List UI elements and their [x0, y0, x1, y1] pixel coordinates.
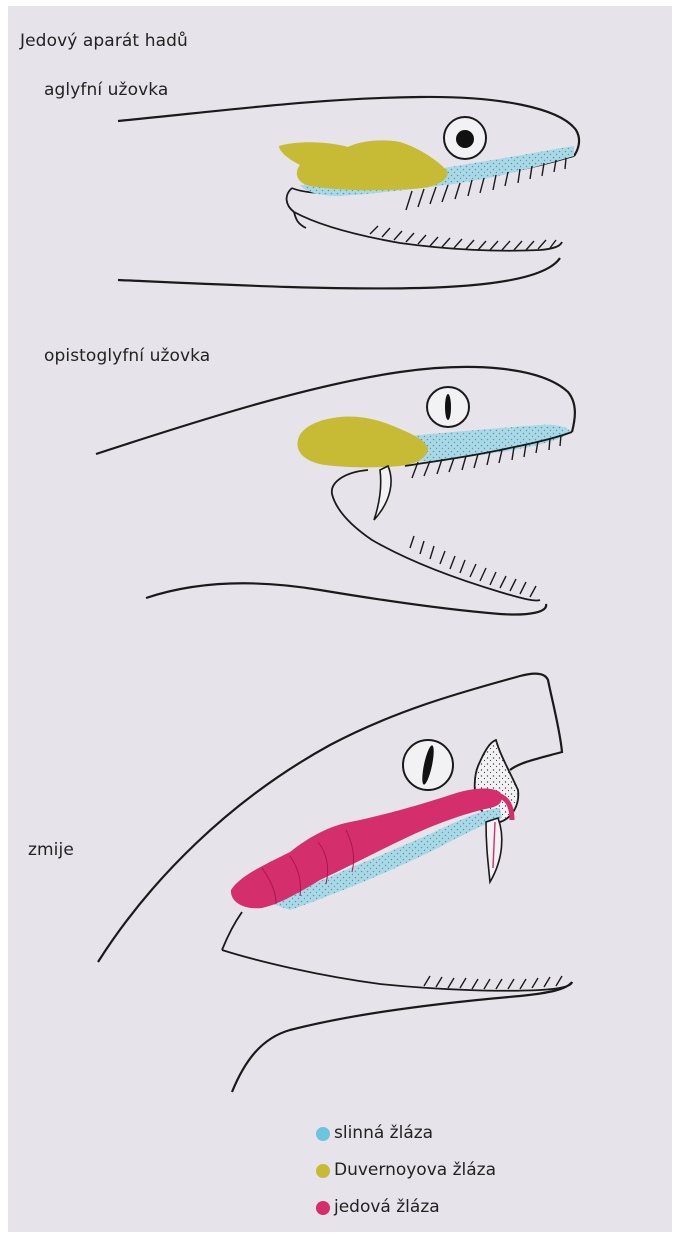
opistho-rear-fang — [374, 466, 391, 520]
opistho-head — [96, 367, 575, 615]
viper-lower-jaw — [222, 950, 572, 991]
aglyph-pupil — [456, 130, 474, 148]
opistho-pupil — [445, 394, 451, 420]
viper-upper-jaw — [222, 912, 242, 950]
viper-venom-gland — [231, 788, 502, 908]
salivary-gland-swatch — [316, 1127, 330, 1141]
aglyph-lower-outline — [118, 258, 560, 288]
legend-label-duvernoy: Duvernoyova žláza — [334, 1160, 496, 1180]
opistho-salivary-dots — [410, 425, 572, 462]
aglyph-head — [118, 97, 579, 289]
venom-gland-swatch — [316, 1201, 330, 1215]
aglyph-lower-teeth — [370, 226, 556, 250]
viper-lower-teeth — [424, 976, 562, 989]
opistho-lower-jaw — [332, 470, 540, 601]
opistho-duvernoy-gland — [297, 417, 428, 468]
legend-label-venom: jedová žláza — [334, 1197, 440, 1217]
legend-label-salivary: slinná žláza — [334, 1123, 433, 1143]
viper-head — [98, 674, 572, 1092]
duvernoy-gland-swatch — [316, 1164, 330, 1178]
viper-lower-outline — [232, 982, 572, 1092]
aglyph-duvernoy-gland — [279, 140, 448, 190]
aglyph-lower-jaw — [287, 188, 562, 251]
